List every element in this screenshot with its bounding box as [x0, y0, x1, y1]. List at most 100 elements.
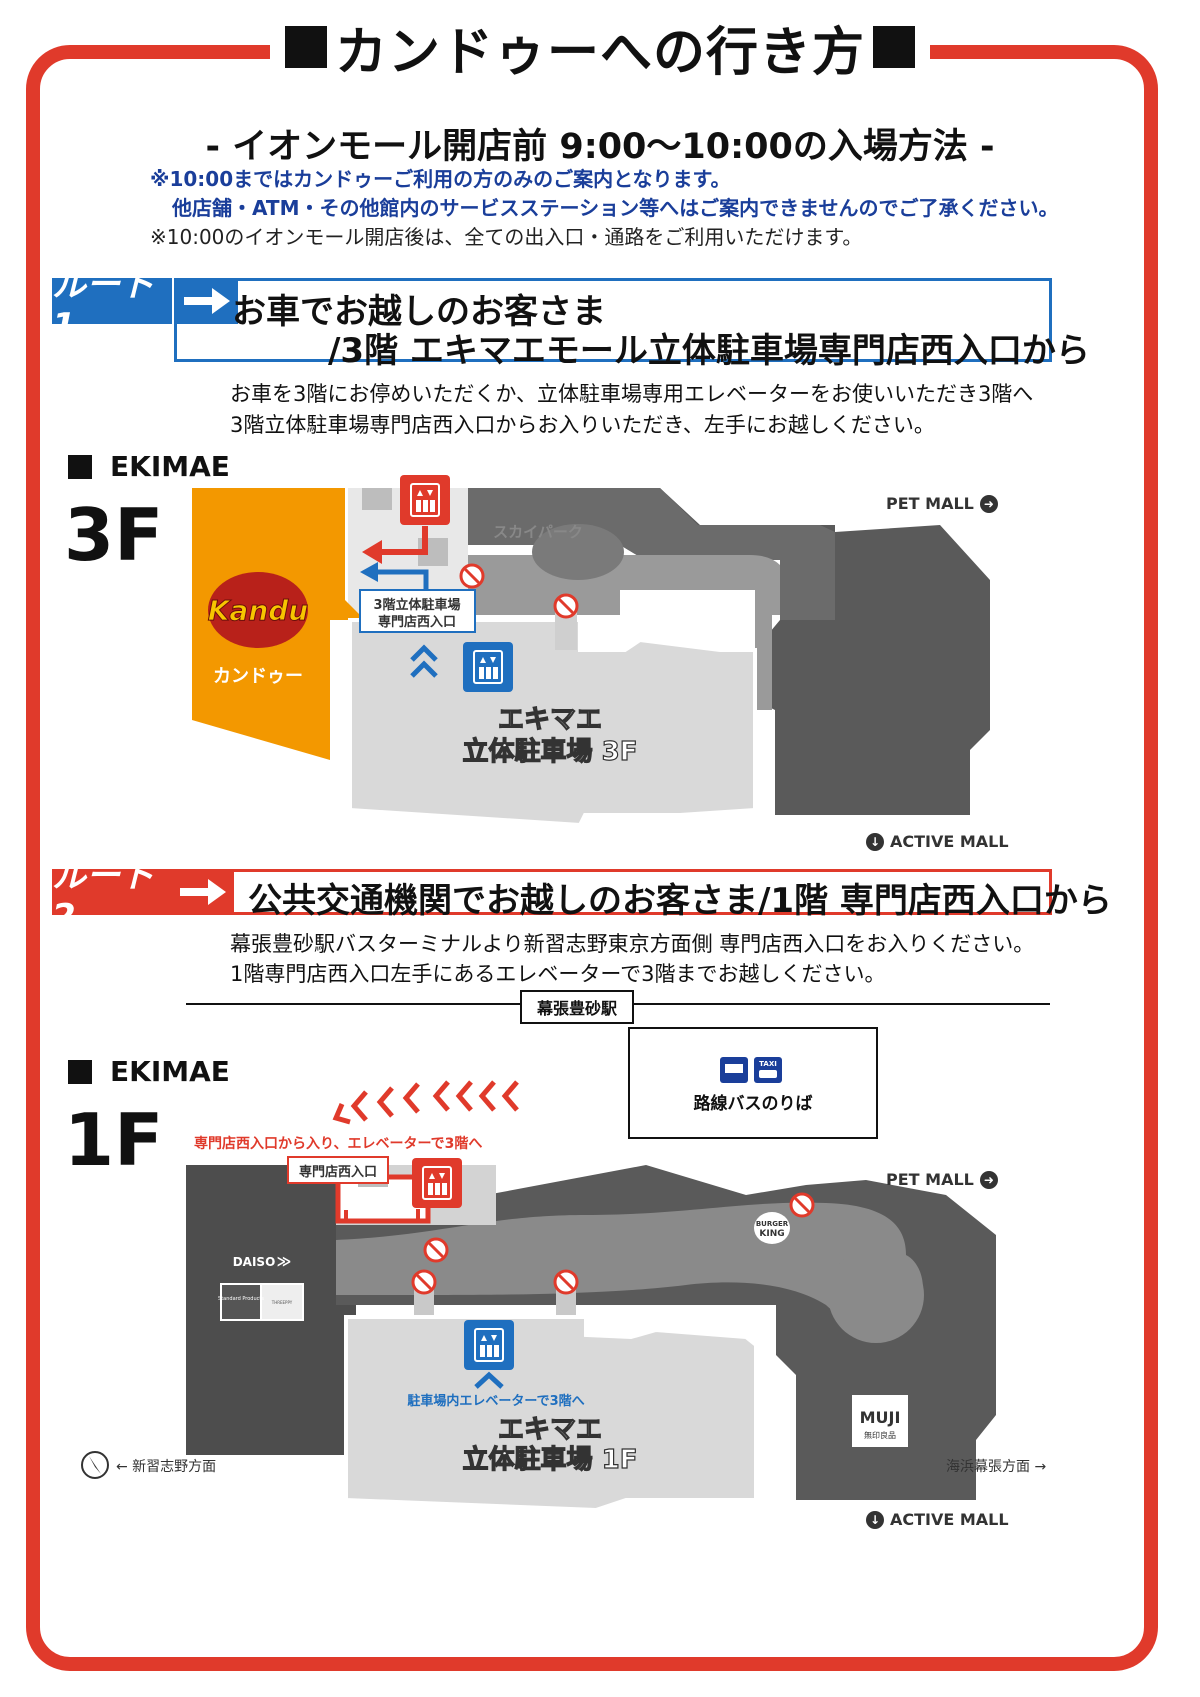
entrance-label-box-3f [359, 589, 476, 633]
kandu-store-name: カンドゥー [213, 666, 303, 687]
no-entry-icon-1f-b [411, 1269, 437, 1295]
note-line-3: ※10:00のイオンモール開店後は、全ての出入口・通路をご利用いただけます。 [150, 225, 863, 249]
burger-king-text-1: BURGER [756, 1220, 789, 1228]
parking-3f-line2: 立体駐車場 3F [463, 736, 638, 767]
entrance-3f-line1: 3階立体駐車場 [373, 597, 460, 613]
mall-block-3f-right [470, 488, 990, 815]
burger-king-logo [754, 1212, 790, 1244]
parking-bridge-3f [555, 610, 577, 650]
left-direction: ← 新習志野方面 [116, 1459, 217, 1475]
route1-desc-1: お車を3階にお停めいただくか、立体駐車場専用エレベーターをお使いいただき3階へ [230, 382, 1034, 406]
active-mall-1f-text: ACTIVE MALL [890, 1510, 1009, 1529]
threeppy-text: THREEPPY [271, 1300, 293, 1305]
pet-mall-3f: PET MALL ➜ [886, 494, 998, 513]
page-title: カンドゥーへの行き方 [270, 12, 930, 83]
no-entry-icon-3f-b [553, 593, 579, 619]
title-square-left [284, 26, 327, 68]
kandu-logo: Kandu [208, 594, 309, 627]
muji-logo [852, 1395, 908, 1447]
route2-tag: ルート2 [52, 856, 172, 937]
up-chevron-icon-3f-2 [410, 660, 438, 678]
bus-taxi-icons: TAXI [720, 1057, 782, 1083]
active-mall-3f: ↓ ACTIVE MALL [866, 832, 1009, 851]
red-route-line-1f [344, 1209, 420, 1223]
route2-arrow-icon [172, 869, 234, 915]
muji-sub: 無印良品 [864, 1430, 896, 1440]
map-3f: 3階立体駐車場 専門店西入口 スカイパーク Kandu カンドゥー エキマエ 立… [192, 475, 990, 828]
court-1f [828, 1247, 924, 1343]
parking-1f-line1: エキマエ [498, 1415, 602, 1445]
map1f-area-label: EKIMAE [68, 1055, 230, 1088]
bus-stop-label: 路線バスのりば [693, 1094, 813, 1114]
parking-elevator-note: 駐車場内エレベーターで3階へ [407, 1393, 584, 1409]
blue-route-arrow-3f [378, 569, 429, 590]
up-chevron-icon-3f-1 [410, 644, 438, 662]
station-label: 幕張豊砂駅 [520, 990, 634, 1024]
daiso-text: DAISO [233, 1255, 276, 1269]
sky-park [532, 524, 624, 580]
route1-tag: ルート1 [52, 265, 172, 346]
corridor-3f [468, 555, 780, 710]
parking-block-1f [344, 1315, 758, 1513]
map3f-floor: 3F [64, 493, 164, 577]
instruction-1f: 専門店西入口から入り、エレベーターで3階へ [194, 1136, 483, 1152]
route2-desc-2: 1階専門店西入口左手にあるエレベーターで3階までお越しください。 [230, 962, 886, 986]
parking-block-3f [348, 618, 757, 828]
map3f-area-label: EKIMAE [68, 450, 230, 483]
red-chevrons [332, 1080, 519, 1125]
no-entry-icon-1f-a [423, 1237, 449, 1263]
no-entry-icon-1f-d [789, 1192, 815, 1218]
map1f-area-text: EKIMAE [110, 1055, 230, 1088]
route1-title-2: /3階 エキマエモール立体駐車場専門店西入口から [328, 331, 1090, 371]
route2-desc-1: 幕張豊砂駅バスターミナルより新習志野東京方面側 専門店西入口をお入りください。 [230, 932, 1035, 956]
area-square-1f [68, 1059, 92, 1084]
note-line-2: 他店舗・ATM・その他館内のサービスステーション等へはご案内できませんのでご了承… [172, 196, 1059, 220]
route2-title: 公共交通機関でお越しのお客さま/1階 専門店西入口から [248, 881, 1112, 921]
elevator-icon-blue-3f [473, 650, 503, 684]
no-entry-icon-1f-c [553, 1269, 579, 1295]
bus-stop-box [628, 1027, 878, 1139]
entrance-label-box-1f [287, 1156, 389, 1184]
mall-block-3f-mid [468, 488, 835, 620]
elevator-icon-blue-1f [474, 1328, 504, 1362]
arrow-down-icon-1f: ↓ [866, 1510, 884, 1529]
title-square-right [873, 26, 915, 68]
right-direction: 海浜幕張方面 → [946, 1459, 1047, 1475]
subtitle: - イオンモール開店前 9:00〜10:00の入場方法 - [205, 127, 995, 167]
route1-desc-2: 3階立体駐車場専門店西入口からお入りいただき、左手にお越しください。 [230, 413, 935, 437]
muji-text: MUJI [860, 1408, 901, 1427]
compass-icon [81, 1451, 109, 1479]
entrance-3f-line2: 専門店西入口 [378, 614, 456, 630]
no-entry-icon-3f-a [459, 563, 485, 589]
kandu-logo-bg [208, 572, 308, 648]
parking-3f-line1: エキマエ [498, 705, 602, 735]
taxi-text: TAXI [759, 1060, 777, 1068]
entrance-1f-label: 専門店西入口 [299, 1164, 377, 1180]
parking-1f-line2: 立体駐車場 1F [463, 1444, 638, 1475]
burger-king-text-2: KING [759, 1229, 784, 1239]
route1-title-1: お車でお越しのお客さま [232, 292, 606, 332]
up-chevron-icon-1f [474, 1371, 504, 1389]
elevator-icon-red-3f [410, 483, 440, 517]
arrow-right-icon-1f: ➜ [979, 1170, 998, 1189]
red-route-arrow-3f [380, 526, 428, 555]
pet-mall-3f-text: PET MALL [886, 494, 974, 513]
pillar-3f-a [362, 488, 392, 510]
mall-block-1f-bottom-left [186, 1305, 356, 1455]
svg-text:≫: ≫ [277, 1254, 292, 1270]
active-mall-3f-text: ACTIVE MALL [890, 832, 1009, 851]
map3f-area-text: EKIMAE [110, 450, 230, 483]
sky-park-label: スカイパーク [493, 523, 583, 541]
map-1f: BURGER KING DAISO ≫ Standard Products TH… [186, 1156, 996, 1513]
pet-mall-1f: PET MALL ➜ [886, 1170, 998, 1189]
active-mall-1f: ↓ ACTIVE MALL [866, 1510, 1009, 1529]
title-text: カンドゥーへの行き方 [334, 22, 865, 83]
pet-mall-1f-text: PET MALL [886, 1170, 974, 1189]
area-square-3f [68, 454, 92, 479]
arrow-down-icon: ↓ [866, 832, 884, 851]
route1-arrow-icon [176, 278, 238, 324]
arrow-right-icon: ➜ [979, 494, 998, 513]
note-line-1: ※10:00まではカンドゥーご利用の方のみのご案内となります。 [150, 167, 731, 191]
map1f-floor: 1F [64, 1098, 164, 1182]
standard-products-text: Standard Products [218, 1296, 264, 1302]
